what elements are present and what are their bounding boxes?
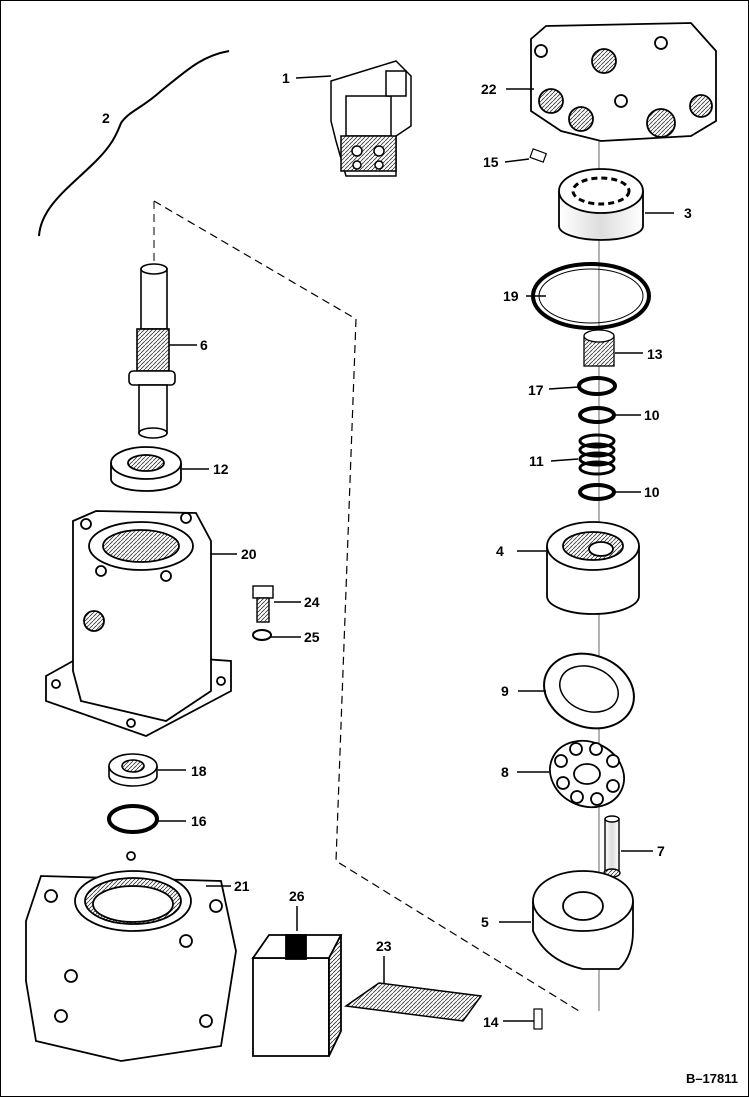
part-9-swash-plate (543, 652, 635, 730)
callout-2: 2 (102, 110, 110, 126)
part-11-spring (578, 433, 616, 476)
part-3-plate (558, 168, 644, 241)
callout-5: 5 (481, 914, 489, 930)
part-20-housing (45, 510, 232, 737)
callout-11: 11 (529, 453, 544, 469)
part-21-lower-housing (25, 851, 237, 1062)
part-1-valve (330, 60, 412, 177)
part-6-shaft (128, 263, 176, 439)
callout-9: 9 (501, 683, 509, 699)
callout-26: 26 (289, 888, 305, 904)
callout-3: 3 (684, 205, 692, 221)
part-4-cylinder-block (546, 521, 640, 615)
callout-10-lower: 10 (644, 484, 660, 500)
callout-17: 17 (528, 382, 544, 398)
part-18-bearing (108, 753, 158, 787)
callout-8: 8 (501, 764, 509, 780)
callout-19: 19 (503, 288, 519, 304)
part-26-box (251, 934, 343, 1057)
callout-15: 15 (483, 154, 499, 170)
part-16-seal (107, 804, 159, 834)
figure-code: B–17811 (685, 1071, 738, 1086)
callout-13: 13 (647, 346, 663, 362)
callout-6: 6 (200, 337, 208, 353)
callout-10-upper: 10 (644, 407, 660, 423)
part-15-pin (529, 148, 548, 163)
part-5-cradle (532, 870, 634, 970)
callout-24: 24 (304, 594, 320, 610)
part-24-bolt (252, 585, 274, 623)
callout-7: 7 (657, 843, 665, 859)
callout-1: 1 (282, 70, 290, 86)
part-14-pin (533, 1008, 543, 1030)
part-19-snap-ring (531, 262, 651, 330)
part-17-washer (577, 376, 617, 396)
callout-14: 14 (483, 1014, 499, 1030)
part-7-piston (603, 815, 621, 878)
part-25-washer (252, 629, 272, 641)
callout-12: 12 (213, 461, 229, 477)
leader-lines (158, 75, 674, 1022)
callout-20: 20 (241, 546, 257, 562)
callout-21: 21 (234, 878, 250, 894)
part-22-head (530, 22, 717, 142)
callout-18: 18 (191, 763, 207, 779)
part-8-retainer (549, 739, 625, 809)
part-12-bearing (110, 446, 182, 492)
callout-16: 16 (191, 813, 207, 829)
part-10-washer-lower (578, 483, 616, 501)
group-brace (38, 50, 230, 237)
part-13-gear (583, 329, 615, 367)
callout-4: 4 (496, 543, 504, 559)
callout-25: 25 (304, 629, 320, 645)
part-23-strip (343, 982, 483, 1022)
part-10-washer-upper (578, 406, 616, 424)
callout-22: 22 (481, 81, 497, 97)
callout-23: 23 (376, 938, 392, 954)
